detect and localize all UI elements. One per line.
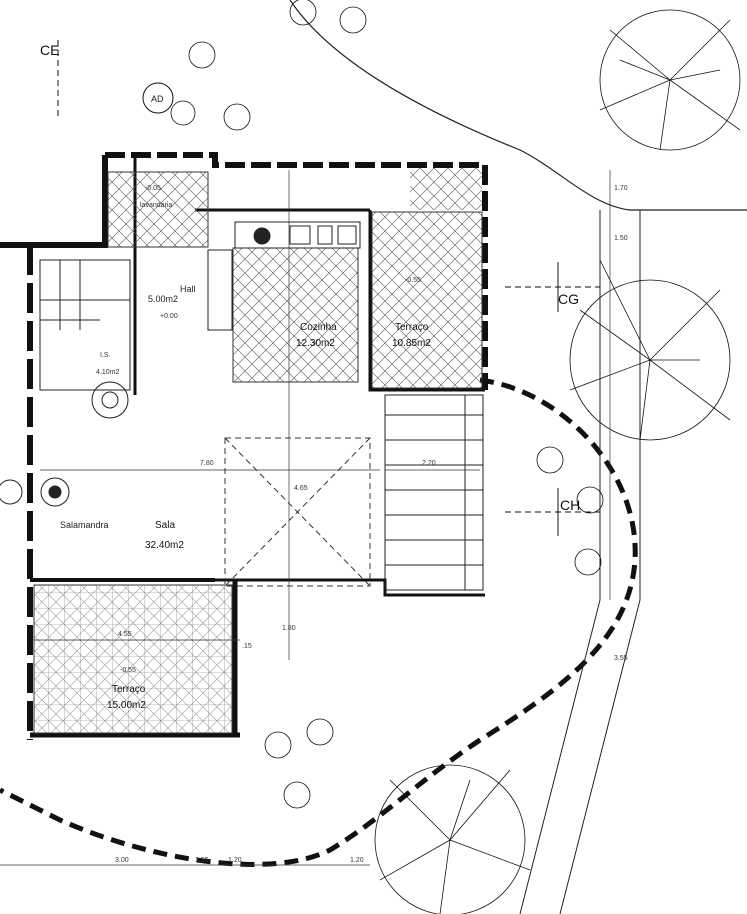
room-terraco-lower-area: 15.00m2 [107,700,146,711]
tree-bottom [374,764,531,914]
dim-bottom-3: 1.20 [228,857,242,864]
room-terraco-upper-name: Terraço [395,322,429,333]
room-hall-area: 5.00m2 [148,294,178,304]
entrance-level: -0.05 [145,185,161,192]
salamandra-label: Salamandra [60,520,109,530]
room-wc-name: I.S. [100,352,111,359]
room-cozinha-area: 12.30m2 [296,338,335,349]
section-label-cg: CG [558,291,579,307]
room-sala-area: 32.40m2 [145,540,184,551]
dim-bottom-2: 1.55 [195,857,209,864]
garden-boundary-top [289,0,747,211]
room-hall-name: Hall [180,284,196,294]
room-wc-area: 4.10m2 [96,369,119,376]
dim-small-1: 1.80 [282,625,296,632]
dim-sala-width: 7.80 [200,460,214,467]
terraco-lower-level: -0.55 [120,667,136,674]
section-label-ch: CH [560,497,580,513]
room-sala-name: Sala [155,520,175,531]
dim-deck-width: 2.20 [422,460,436,467]
terrace-lower-crosshatch [34,585,232,733]
kitchen-counter [207,221,361,331]
lavandaria-label: lavandaria [140,202,172,209]
terraco-upper-level: -0.55 [405,277,421,284]
dim-right-1: 1.70 [614,185,628,192]
dim-sala-depth: 4.65 [294,485,308,492]
section-label-ce: CE [40,42,59,58]
dim-small-2: .15 [242,643,252,650]
room-terraco-lower-name: Terraço [112,684,146,695]
dim-right-3: 3.55 [614,655,628,662]
deck-slats [384,394,484,591]
shrubs [170,0,604,809]
tree-top-right [599,9,741,151]
salamandra-stove [0,477,70,507]
ceiling-void [224,437,371,587]
section-marker-ch [505,488,600,536]
dim-bottom-4: 1.20 [350,857,364,864]
entry-hatch [107,171,209,248]
section-label-ad: AD [151,94,164,104]
room-cozinha-name: Cozinha [300,322,337,333]
top-corridor-hatch [410,168,482,210]
building-walls [0,152,488,740]
kitchen-hatch [232,247,359,383]
spiral-stair [39,259,131,419]
tree-mid-right [569,259,731,441]
dim-bottom-1: 3.00 [115,857,129,864]
section-marker-cg [505,262,600,312]
terrace-upper-hatch [371,211,483,389]
hall-level: +0.00 [160,313,178,320]
ad-circle [142,82,174,114]
road-line-right [519,210,641,914]
dim-terrace-width: 4.55 [118,631,132,638]
dimension-lines [0,170,611,866]
room-terraco-upper-area: 10.85m2 [392,338,431,349]
dim-right-2: 1.50 [614,235,628,242]
